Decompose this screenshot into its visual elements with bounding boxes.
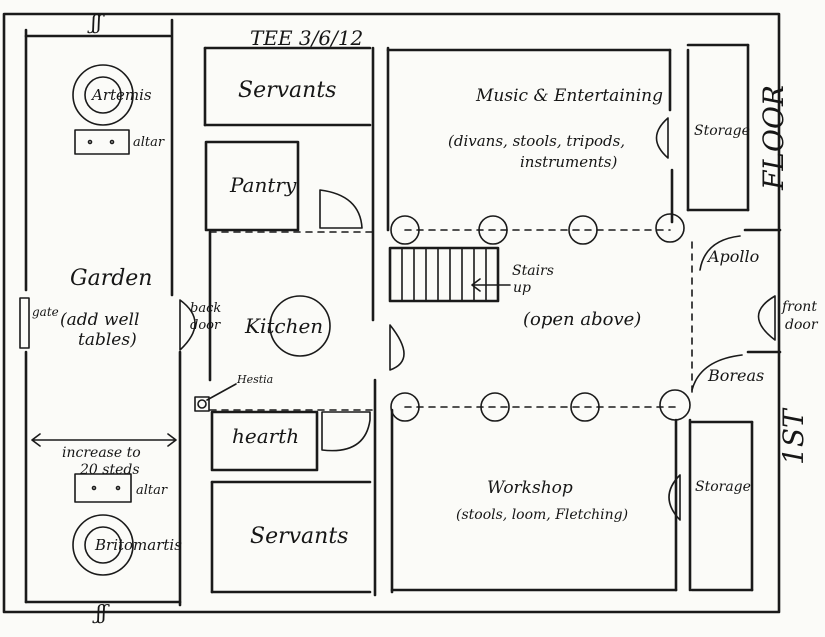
column-bottom-2	[480, 392, 510, 422]
artemis-shrine-inner	[84, 76, 122, 114]
altar-top-dot	[87, 139, 93, 145]
side-label-floor: FLOOR	[757, 84, 790, 190]
side-label-first: 1ST	[777, 409, 810, 465]
apollo-shrine-arc	[699, 235, 741, 271]
break-mark-bottom: ʃʃ	[96, 600, 107, 624]
room-label-music: Music & Entertaining	[476, 86, 663, 106]
column-top-3	[568, 215, 598, 245]
britomartis-label: Britomartis	[95, 536, 182, 554]
room-label-workshop: Workshop	[487, 478, 573, 498]
boreas-shrine-arc	[691, 354, 743, 391]
break-mark-top: ʃʃ	[91, 10, 102, 34]
back-door-label-2: door	[190, 318, 221, 333]
hestia-pointer-arrow	[206, 383, 237, 401]
increase-width-arrow	[31, 433, 177, 447]
room-note-workshop: (stools, loom, Fletching)	[456, 507, 629, 523]
column-top-1	[390, 215, 420, 245]
stairs-up-arrow-icon	[471, 278, 511, 292]
gate-label: gate	[32, 305, 59, 319]
spine-door-icon	[389, 324, 405, 371]
room-label-servants-bottom: Servants	[250, 524, 349, 549]
room-note-music-1: (divans, stools, tripods,	[448, 132, 626, 150]
storage-bottom-door-icon	[668, 474, 681, 521]
storage-top-door-icon	[655, 117, 669, 159]
room-label-storage-top: Storage	[694, 123, 750, 139]
hestia-shrine-icon	[194, 396, 210, 412]
gate-icon	[19, 297, 30, 349]
column-top-2	[478, 215, 508, 245]
altar-top-dot	[109, 139, 115, 145]
artemis-label: Artemis	[92, 86, 152, 104]
room-label-pantry: Pantry	[230, 173, 297, 197]
column-bottom-1	[390, 392, 420, 422]
sheet-border	[2, 12, 781, 614]
shrine-label-apollo: Apollo	[708, 247, 760, 266]
britomartis-shrine-inner	[84, 526, 122, 564]
front-door-icon	[757, 295, 776, 341]
entrance-label-door: door	[785, 317, 818, 333]
column-bottom-3	[570, 392, 600, 422]
britomartis-shrine-outer	[72, 514, 134, 576]
room-label-open-above: (open above)	[523, 309, 642, 330]
room-label-servants-top: Servants	[238, 78, 337, 103]
artemis-shrine-outer	[72, 64, 134, 126]
column-bottom-4	[659, 389, 691, 421]
altar-bottom-icon	[74, 473, 132, 503]
column-top-4	[655, 213, 685, 243]
shrine-label-hestia: Hestia	[237, 373, 274, 386]
room-label-kitchen: Kitchen	[245, 314, 324, 338]
hearth-room	[210, 410, 319, 472]
pantry-room	[204, 140, 300, 232]
garden-note-2: tables)	[78, 330, 137, 350]
altar-bottom-dot	[91, 485, 97, 491]
garden-note-1: (add well	[60, 310, 140, 330]
altar-label-bottom: altar	[136, 483, 168, 498]
increase-note-2: 20 steds	[80, 462, 140, 478]
stairs-box	[388, 246, 500, 303]
room-label-storage-bottom: Storage	[695, 479, 751, 495]
altar-bottom-dot	[115, 485, 121, 491]
pantry-door-icon	[319, 189, 363, 229]
altar-top-icon	[74, 129, 130, 155]
kitchen-hearth-circle	[269, 295, 331, 357]
back-door-label-1: back	[190, 301, 222, 316]
room-label-stairs-up: up	[513, 280, 531, 296]
room-label-hearth: hearth	[232, 424, 300, 448]
altar-label-top: altar	[133, 135, 165, 150]
entrance-label-front: front	[782, 299, 817, 315]
room-note-music-2: instruments)	[520, 153, 618, 171]
shrine-label-boreas: Boreas	[708, 366, 765, 385]
drawing-title: TEE 3/6/12	[250, 26, 364, 50]
garden-label: Garden	[70, 266, 153, 291]
back-door-icon	[179, 299, 196, 351]
room-label-stairs: Stairs	[512, 263, 554, 279]
hestia-shrine-dot	[197, 399, 207, 409]
increase-note-1: increase to	[62, 445, 141, 461]
hearth-door-icon	[321, 411, 371, 452]
